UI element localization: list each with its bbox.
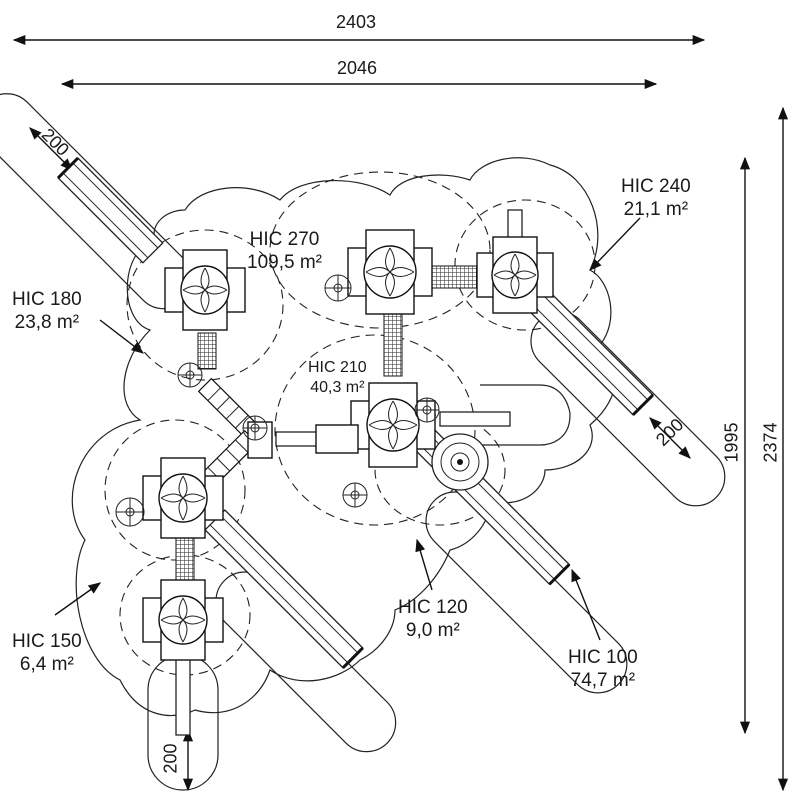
- tower-150-upper: [142, 457, 224, 539]
- zone-id: HIC 210: [308, 359, 367, 376]
- tower-150-lower: [142, 579, 224, 661]
- tower-180: [164, 249, 246, 331]
- zone-label-hic-180: HIC 180 23,8 m²: [12, 288, 82, 334]
- tower-240: [476, 236, 554, 314]
- towers: [142, 229, 554, 661]
- dimension-lines: [12, 34, 789, 792]
- zone-area: 21,1 m²: [623, 199, 689, 220]
- slide-top-left: [57, 157, 164, 264]
- spiral-slide: [431, 433, 489, 491]
- dim-inner-width: 2046: [337, 58, 378, 78]
- zone-id: HIC 240: [621, 176, 691, 197]
- dim-overall-width: 2403: [336, 12, 377, 32]
- leader-hic-180: [99, 319, 144, 354]
- dim-overall-height: 2374: [760, 422, 781, 463]
- zone-area: 6,4 m²: [19, 654, 74, 675]
- plants: [115, 274, 440, 527]
- slide-bottom-diagonal: [204, 509, 364, 669]
- zone-id: HIC 270: [249, 229, 320, 250]
- dim-slide-bottom: 200: [160, 743, 181, 774]
- zone-area: 9,0 m²: [405, 620, 460, 641]
- zone-label-hic-210: HIC 210 40,3 m²: [308, 358, 367, 398]
- dim-line-slide-top-left: [29, 127, 73, 171]
- zone-id: HIC 120: [398, 597, 468, 618]
- dim-inner-height: 1995: [721, 422, 742, 463]
- zone-id: HIC 180: [12, 289, 82, 310]
- leader-hic-240: [589, 217, 641, 271]
- tower-270: [347, 229, 433, 315]
- bridges: [175, 265, 481, 594]
- zone-label-hic-240: HIC 240 21,1 m²: [621, 175, 691, 221]
- slide-right-stub: [439, 411, 511, 427]
- zone-area: 74,7 m²: [570, 670, 636, 691]
- zone-label-hic-100: HIC 100 74,7 m²: [568, 646, 638, 692]
- zone-id: HIC 100: [568, 647, 638, 668]
- leader-hic-150: [54, 582, 102, 616]
- leader-hic-100: [571, 568, 601, 641]
- zone-area: 109,5 m²: [247, 252, 322, 273]
- zone-label-hic-150: HIC 150 6,4 m²: [12, 630, 82, 676]
- zone-id: HIC 150: [12, 631, 82, 652]
- label-leaders: [54, 217, 641, 641]
- zone-label-hic-120: HIC 120 9,0 m²: [398, 596, 468, 642]
- tower-210: [350, 382, 436, 468]
- deck-210-left: [315, 424, 359, 454]
- leader-hic-120: [415, 538, 433, 591]
- zone-area: 40,3 m²: [310, 379, 365, 396]
- dim-line-slide-right: [649, 417, 691, 459]
- zone-label-hic-270: HIC 270 109,5 m²: [247, 228, 322, 274]
- zone-area: 23,8 m²: [14, 312, 80, 333]
